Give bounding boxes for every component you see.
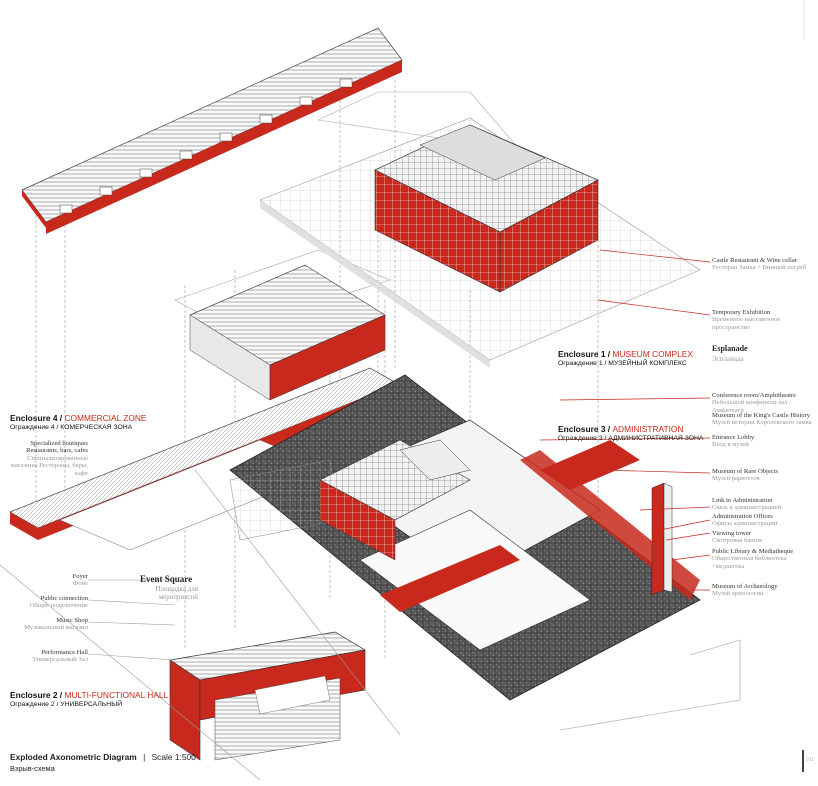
enclosure-2-title: Enclosure 2 / MULTI-FUNCTIONAL HALL — [10, 690, 169, 700]
label-viewing-tower: Viewing tower Смотровая башня — [712, 530, 762, 545]
label-administration-offices: Administration Offices Офисы администрац… — [712, 513, 778, 528]
esplanade-label: Esplanade — [712, 344, 748, 353]
label-performance-hall: Performance Hall Универсальный Зал — [32, 649, 88, 664]
label-public-connection: Public connection Общее подключение — [29, 595, 88, 610]
enclosure-1-subtitle: Ограждение 1 / МУЗЕЙНЫЙ КОМПЛЕКС — [558, 360, 687, 367]
label-public-library: Public Library & Mediatheque Общественна… — [712, 548, 794, 570]
enclosure-1-title: Enclosure 1 / MUSEUM COMPLEX — [558, 349, 693, 359]
enclosure-2-subtitle: Ограждение 2 / УНИВЕРСАЛЬНЫЙ — [10, 701, 123, 708]
viewing-tower — [651, 482, 673, 596]
label-music-shop: Music Shop Музыкальный магазин — [24, 617, 88, 632]
label-conference-room: Conference room/Amphitheatre Небольшой к… — [712, 392, 797, 414]
label-museum-castle-history: Museum of the King's Castle History Музе… — [712, 412, 812, 427]
label-museum-archaeology: Museum of Archaeology Музей археологии — [712, 583, 778, 598]
label-temporary-exhibition: Temporary Exhibition Временное выставочн… — [712, 309, 781, 331]
enclosure-3-title: Enclosure 3 / ADMINISTRATION — [558, 424, 684, 434]
left-leader-lines — [87, 579, 176, 661]
enclosure-2-hall — [169, 631, 366, 761]
enclosure-1-block — [374, 124, 599, 293]
enclosure-3-block — [319, 439, 471, 561]
diagram-title-ru: Взрыв-схема — [10, 764, 55, 773]
label-link-administration: Link to Administration Связь к администр… — [712, 497, 782, 512]
event-square-label: Event Square — [140, 574, 193, 584]
enclosure-2-roof — [189, 264, 386, 401]
enclosure-4-subtitle: Ограждение 4 / КОМЕРЧЕСКАЯ ЗОНА — [10, 424, 133, 431]
site-boundary — [0, 469, 741, 781]
label-boutiques: Specialized boutiques Restaurants, bars,… — [10, 440, 88, 477]
enclosure-4-roof — [21, 27, 403, 234]
page-number: 011 — [806, 757, 814, 763]
event-square-label-ru: Площадка для мероприятий — [155, 585, 198, 601]
label-foyer: Foyer Фойе — [72, 573, 88, 588]
enclosure-3-subtitle: Ограждение 3 / АДМИНИСТРАТИВНАЯ ЗОНА — [558, 435, 704, 442]
label-rare-objects: Museum of Rare Objects Музей раритетов — [712, 468, 779, 483]
esplanade-label-ru: Эспланада — [712, 355, 744, 363]
label-castle-restaurant: Castle Restaurant & Wine cellar Ресторан… — [712, 257, 807, 272]
diagram-title: Exploded Axonometric Diagram | Scale 1:5… — [10, 752, 196, 762]
label-entrance-lobby: Entrance Lobby Вход в музей — [712, 434, 755, 449]
enclosure-4-title: Enclosure 4 / COMMERCIAL ZONE — [10, 413, 147, 423]
leader-lines — [539, 249, 711, 591]
